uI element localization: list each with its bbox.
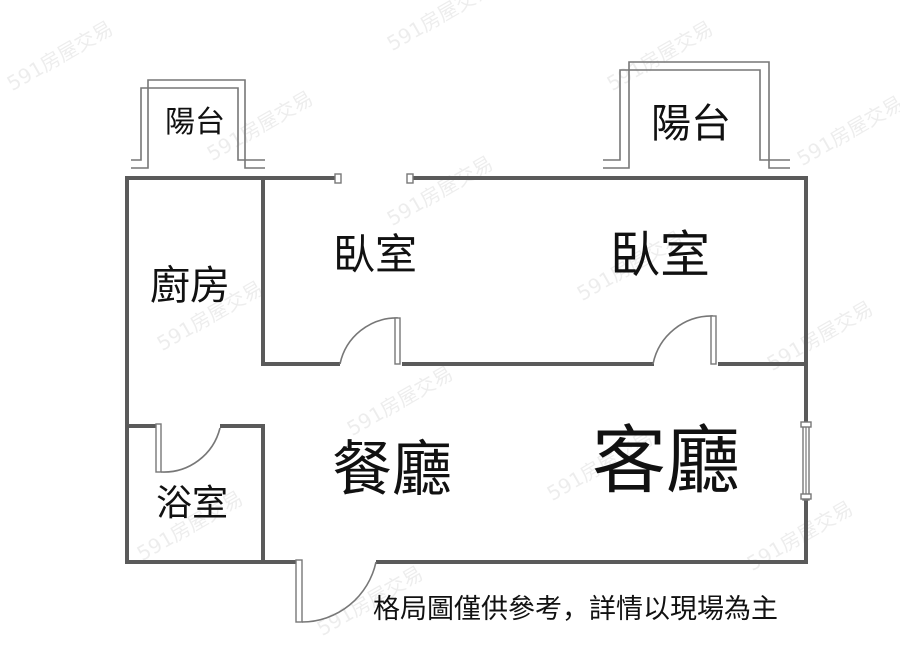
dining-label: 餐廳 [332,435,452,505]
door-post [406,173,414,184]
living-label: 客廳 [592,418,740,504]
bathroom-label: 浴室 [156,483,229,524]
bedroom-2-label: 臥室 [610,226,710,284]
door-post [334,173,342,184]
living-window [800,421,812,501]
balcony-left-label: 陽台 [165,105,225,140]
bathroom-door [155,423,221,473]
entrance-door [295,559,377,623]
exterior-walls [125,176,808,564]
bedroom-1-door [339,317,401,365]
bedroom-2-door [652,315,717,365]
balcony-right-outline [603,61,790,169]
balcony-left-outline [131,79,265,169]
bedroom-1-label: 臥室 [333,230,418,279]
balcony-right-label: 陽台 [651,101,731,147]
disclaimer-note: 格局圖僅供參考，詳情以現場為主 [373,594,778,625]
kitchen-label: 廚房 [150,263,230,309]
interior-walls [125,176,808,564]
